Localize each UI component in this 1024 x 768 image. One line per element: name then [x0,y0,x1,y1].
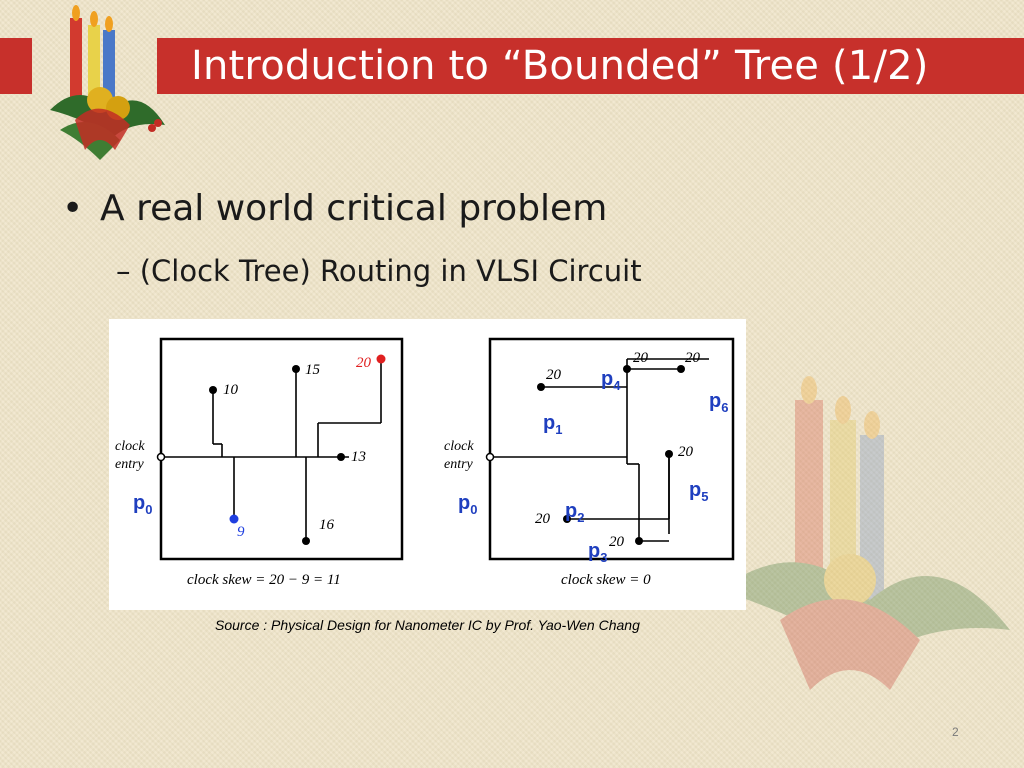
point-label-p1: p1 [543,412,562,437]
sink-label-20: 20 [356,355,372,371]
point-label-p0: p0 [458,492,477,517]
sink-label: 20 [609,534,625,550]
sink-dot-max [376,354,386,364]
point-label-p5: p5 [689,479,708,504]
right-sinks [485,365,685,545]
point-label-p6: p6 [709,390,728,415]
sink-label-15: 15 [305,362,321,378]
sink-label-16: 16 [319,517,335,533]
sink-label: 20 [535,511,551,527]
left-clock-entry-node [156,452,166,462]
bullet-level-1: • A real world critical problem [62,188,607,229]
sink-dot [209,386,217,394]
clock-tree-figure: 10 15 20 13 9 16 clock entry p0 clock sk… [109,319,746,610]
sub-bullet-marker: – [116,254,131,288]
sink-label-13: 13 [351,449,366,465]
clock-entry-label: entry [444,457,474,472]
sink-dot [635,537,643,545]
sink-dot [292,365,300,373]
left-clock-tree [159,337,404,561]
point-label-p0: p0 [133,492,152,517]
slide-number: 2 [952,725,959,739]
title-bar: Introduction to “Bounded” Tree (1/2) [157,38,1024,94]
clock-entry-label: entry [115,457,145,472]
sink-label: 20 [685,350,701,366]
sink-dot [665,450,673,458]
left-chip-boundary [159,337,404,561]
right-clock-entry-node [485,452,495,462]
right-skew-caption: clock skew = 0 [561,572,651,588]
sink-label: 20 [678,444,694,460]
bullet-marker: • [62,188,84,229]
title-bar-left-accent [0,38,32,94]
sub-bullet-text: (Clock Tree) Routing in VLSI Circuit [139,254,642,288]
left-skew-caption: clock skew = 20 − 9 = 11 [187,572,341,588]
source-citation: Source : Physical Design for Nanometer I… [215,617,640,633]
clock-entry-label: clock [444,439,474,454]
point-label-p4: p4 [601,368,621,393]
clock-tree-diagrams: 10 15 20 13 9 16 clock entry p0 clock sk… [115,337,735,588]
right-chip-boundary [488,337,735,561]
sink-label-9: 9 [237,524,245,540]
slide-title: Introduction to “Bounded” Tree (1/2) [191,43,929,89]
sink-dot [677,365,685,373]
bullet-level-2: – (Clock Tree) Routing in VLSI Circuit [116,254,642,288]
background-candles-decoration [720,376,1010,690]
sink-label: 20 [546,367,562,383]
right-clock-tree [488,337,735,561]
sink-dot [302,537,310,545]
bullet-text: A real world critical problem [100,188,608,229]
sink-dot [537,383,545,391]
sink-label-10: 10 [223,382,239,398]
candles-decoration [50,5,165,160]
left-sinks [156,354,386,545]
sink-dot [563,515,571,523]
point-label-p2: p2 [565,500,584,525]
sink-dot [337,453,345,461]
clock-entry-label: clock [115,439,145,454]
sink-label: 20 [633,350,649,366]
point-label-p3: p3 [588,540,607,565]
sink-dot [623,365,631,373]
sink-dot-min [229,514,239,524]
